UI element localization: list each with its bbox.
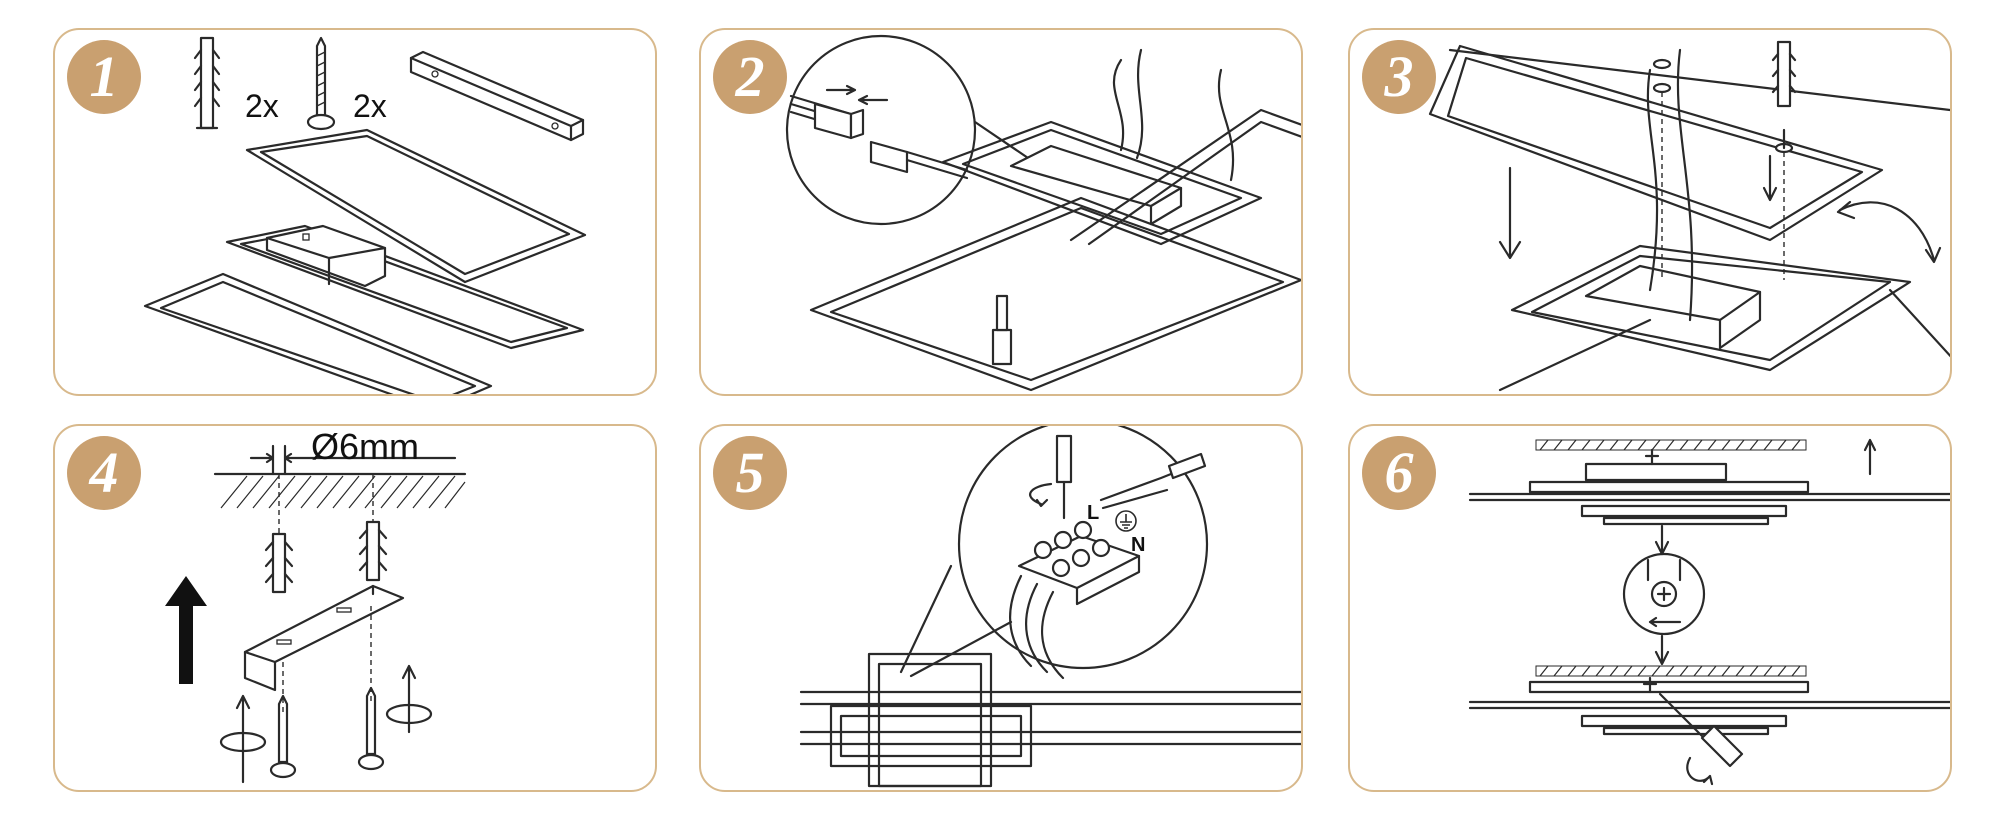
down-arrow-icon <box>1498 154 1778 260</box>
upper-frame <box>941 120 1263 246</box>
step-2-illustration <box>785 34 1301 392</box>
screw-quantity-label: 2x <box>353 88 387 124</box>
alignment-guides <box>1661 92 1785 280</box>
wall-anchor-icon <box>193 36 221 130</box>
step-3-illustration <box>1428 40 1950 392</box>
step-6-panel: 6 <box>1348 424 1952 792</box>
supply-wires <box>1646 48 1694 322</box>
fixture-frames <box>799 652 1301 788</box>
screw-detail-circle <box>1622 552 1706 636</box>
screwdriver-icon <box>1029 434 1073 520</box>
down-arrow-icon-2 <box>1654 634 1670 666</box>
up-arrow-icon <box>165 576 207 684</box>
screw-icon <box>269 686 385 779</box>
step-3-panel: 3 <box>1348 28 1952 396</box>
top-frame <box>245 128 587 284</box>
ceiling-surface-top <box>1535 438 1877 476</box>
step-1-illustration <box>143 36 587 394</box>
step-4-badge: 4 <box>67 436 141 510</box>
right-frame <box>1069 108 1301 246</box>
step-1-badge: 1 <box>67 40 141 114</box>
rotate-arrow-icon <box>219 664 433 784</box>
callout-line <box>973 120 1033 162</box>
screw-and-anchor-icon <box>1652 40 1797 154</box>
ceiling-surface <box>213 472 467 509</box>
drill-diameter-label: Ø6mm <box>311 426 419 467</box>
middle-frame <box>225 224 585 350</box>
step-3-badge: 3 <box>1362 40 1436 114</box>
ground-icon <box>1115 510 1137 532</box>
step-5-panel: 5 L N <box>699 424 1303 792</box>
step-6-illustration <box>1468 438 1950 786</box>
connector-detail-circle <box>785 34 977 226</box>
step-5-illustration <box>799 426 1301 788</box>
screw-icon <box>306 36 336 131</box>
lower-frame <box>809 196 1301 392</box>
step-1-panel: 1 2x 2x <box>53 28 657 396</box>
rotate-arrow-icon <box>1836 200 1942 264</box>
step-2-panel: 2 <box>699 28 1303 396</box>
supply-wires <box>1112 48 1235 182</box>
bottom-frame <box>143 272 493 394</box>
ceiling-surface-bottom <box>1535 665 1807 677</box>
fixture-frame <box>1498 244 1950 392</box>
step-4-illustration <box>165 444 467 784</box>
terminal-detail-circle <box>957 426 1209 680</box>
callout-lines <box>899 564 1013 678</box>
live-wire-label: L <box>1087 502 1100 524</box>
down-arrow-icon <box>1654 524 1670 556</box>
screw-guides <box>282 606 372 712</box>
screwdriver-icon <box>1658 692 1744 786</box>
fixture-top-view <box>1468 448 1950 526</box>
step-4-panel: 4 Ø6mm <box>53 424 657 792</box>
fixture-bottom-view <box>1468 676 1950 736</box>
neutral-wire-label: N <box>1131 534 1146 556</box>
mounting-bracket-icon <box>243 584 405 692</box>
wall-anchor-icon <box>264 520 388 594</box>
step-2-badge: 2 <box>713 40 787 114</box>
anchor-quantity-label: 2x <box>245 88 279 124</box>
step-6-badge: 6 <box>1362 436 1436 510</box>
drill-guides <box>278 474 374 534</box>
mounting-bracket-icon <box>409 50 585 142</box>
diameter-dimension <box>249 444 457 476</box>
step-5-badge: 5 <box>713 436 787 510</box>
frame-clip <box>991 294 1013 366</box>
